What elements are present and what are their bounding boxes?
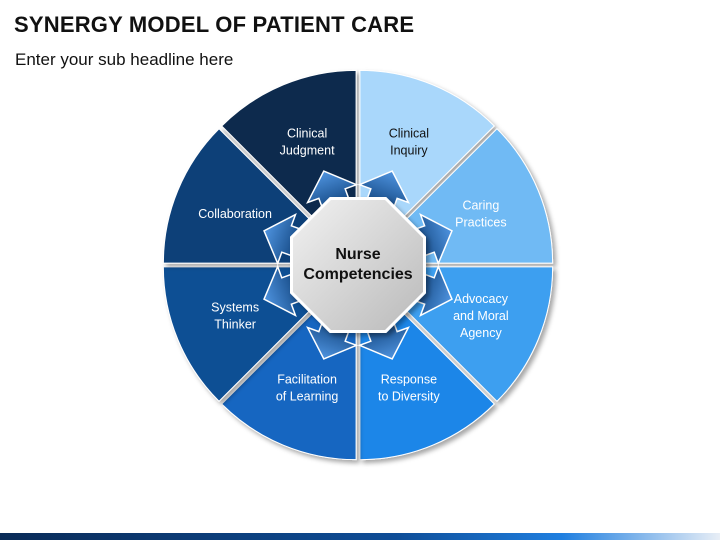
segment-label-line: Inquiry [390, 144, 428, 158]
segment-label-line: of Learning [276, 389, 339, 403]
segment-label-line: Clinical [389, 127, 429, 141]
slide-title: SYNERGY MODEL OF PATIENT CARE [14, 12, 415, 37]
hub-octagon [290, 197, 426, 333]
segment-label-response-to-diversity: Response to Diversity [378, 372, 441, 403]
segment-label-line: and Moral [453, 309, 509, 323]
segment-label-collaboration: Collaboration [198, 207, 272, 221]
segment-label-line: Facilitation [277, 372, 337, 386]
hub-label-line: Nurse [335, 246, 380, 263]
segment-label-line: Practices [455, 216, 506, 230]
segment-label-line: Agency [460, 326, 502, 340]
segment-label-line: Systems [211, 300, 259, 314]
footer-bar [0, 533, 720, 540]
hub-label-line: Competencies [303, 266, 412, 283]
segment-label-line: Clinical [287, 127, 327, 141]
segment-label-line: to Diversity [378, 389, 441, 403]
segment-label-line: Collaboration [198, 207, 272, 221]
segment-label-line: Judgment [280, 144, 335, 158]
segment-label-line: Advocacy [454, 292, 509, 306]
segment-label-facilitation-of-learning: Facilitation of Learning [276, 372, 339, 403]
segment-label-line: Caring [462, 199, 499, 213]
slide-subtitle: Enter your sub headline here [15, 50, 234, 69]
segment-label-line: Thinker [214, 317, 256, 331]
segment-label-line: Response [381, 372, 437, 386]
